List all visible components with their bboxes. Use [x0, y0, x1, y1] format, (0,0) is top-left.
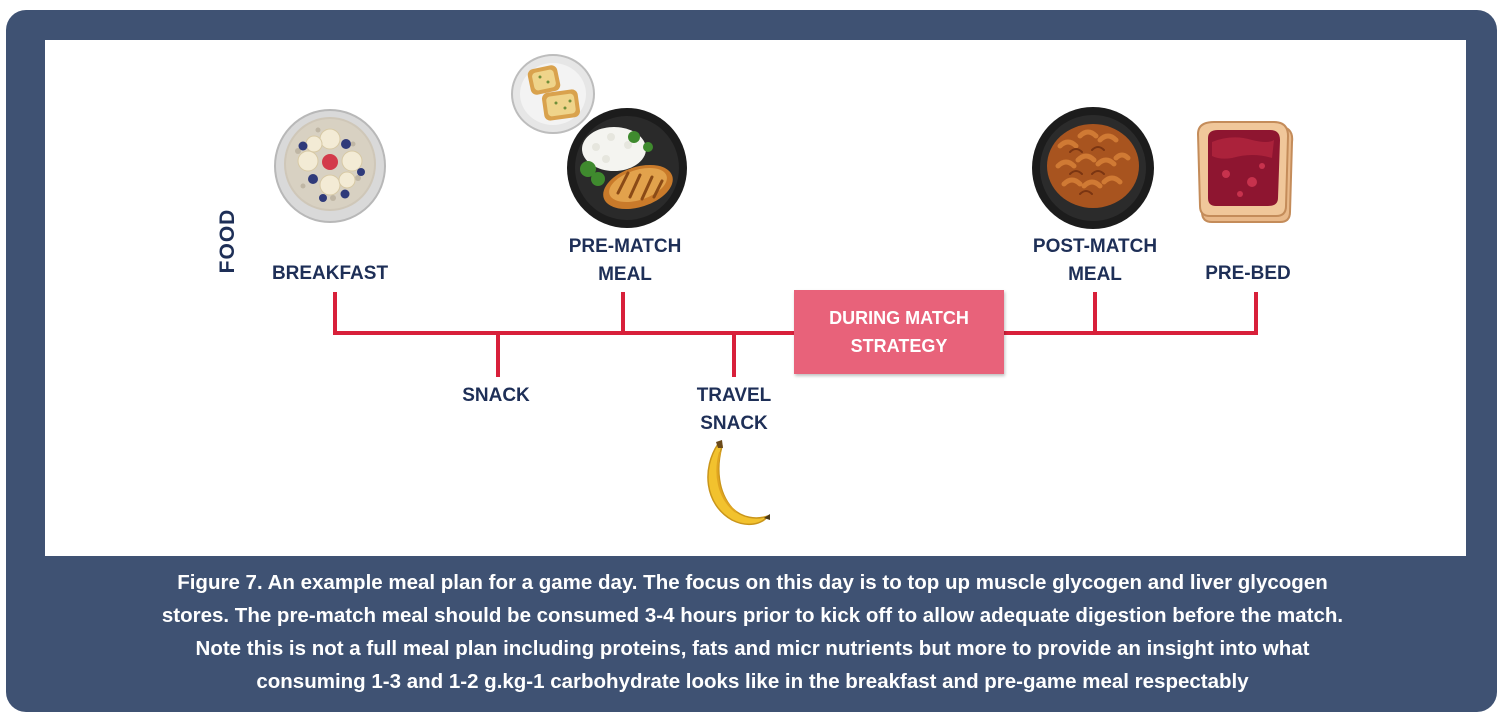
snack-text: SNACK: [462, 385, 530, 406]
label-snack: SNACK: [462, 382, 530, 410]
tick-pre-bed: [1254, 292, 1258, 334]
label-pre-bed: PRE-BED: [1205, 260, 1291, 288]
tick-pre-match: [621, 292, 625, 334]
label-travel-snack: TRAVEL SNACK: [697, 382, 772, 438]
travel-snack-text-2: SNACK: [700, 413, 768, 434]
label-breakfast: BREAKFAST: [272, 260, 388, 288]
porridge-bowl-icon: [274, 109, 386, 223]
breakfast-text: BREAKFAST: [271, 263, 389, 284]
garlic-bread-icon: [511, 54, 595, 134]
pasta-plate-icon: [1032, 107, 1154, 229]
figure-caption: Figure 7. An example meal plan for a gam…: [30, 566, 1475, 698]
pre-bed-text: PRE-BED: [1205, 263, 1291, 284]
pre-match-text-2: MEAL: [598, 264, 652, 285]
caption-line-4: consuming 1-3 and 1-2 g.kg-1 carbohydrat…: [256, 670, 1249, 693]
tick-snack: [496, 331, 500, 377]
travel-snack-text-1: TRAVEL: [696, 385, 772, 406]
tick-post-match: [1093, 292, 1097, 334]
caption-line-2: stores. The pre-match meal should be con…: [161, 604, 1344, 627]
tick-breakfast: [333, 292, 337, 334]
chicken-rice-plate-icon: [567, 108, 687, 228]
strategy-line2: STRATEGY: [850, 336, 948, 356]
food-axis-label: FOOD: [216, 208, 239, 274]
during-match-strategy-box: DURING MATCH STRATEGY: [794, 290, 1004, 374]
jam-toast-icon: [1196, 121, 1294, 223]
post-match-text-1: POST-MATCH: [1032, 236, 1158, 257]
post-match-text-2: MEAL: [1068, 264, 1122, 285]
pre-match-text-1: PRE-MATCH: [568, 236, 682, 257]
label-post-match-meal: POST-MATCH MEAL: [1033, 233, 1157, 289]
tick-travel-snack: [732, 331, 736, 377]
caption-line-3: Note this is not a full meal plan includ…: [195, 637, 1310, 660]
strategy-line1: DURING MATCH: [829, 308, 969, 328]
label-pre-match-meal: PRE-MATCH MEAL: [569, 233, 682, 289]
banana-icon: [707, 440, 771, 526]
caption-line-1: Figure 7. An example meal plan for a gam…: [177, 571, 1328, 594]
